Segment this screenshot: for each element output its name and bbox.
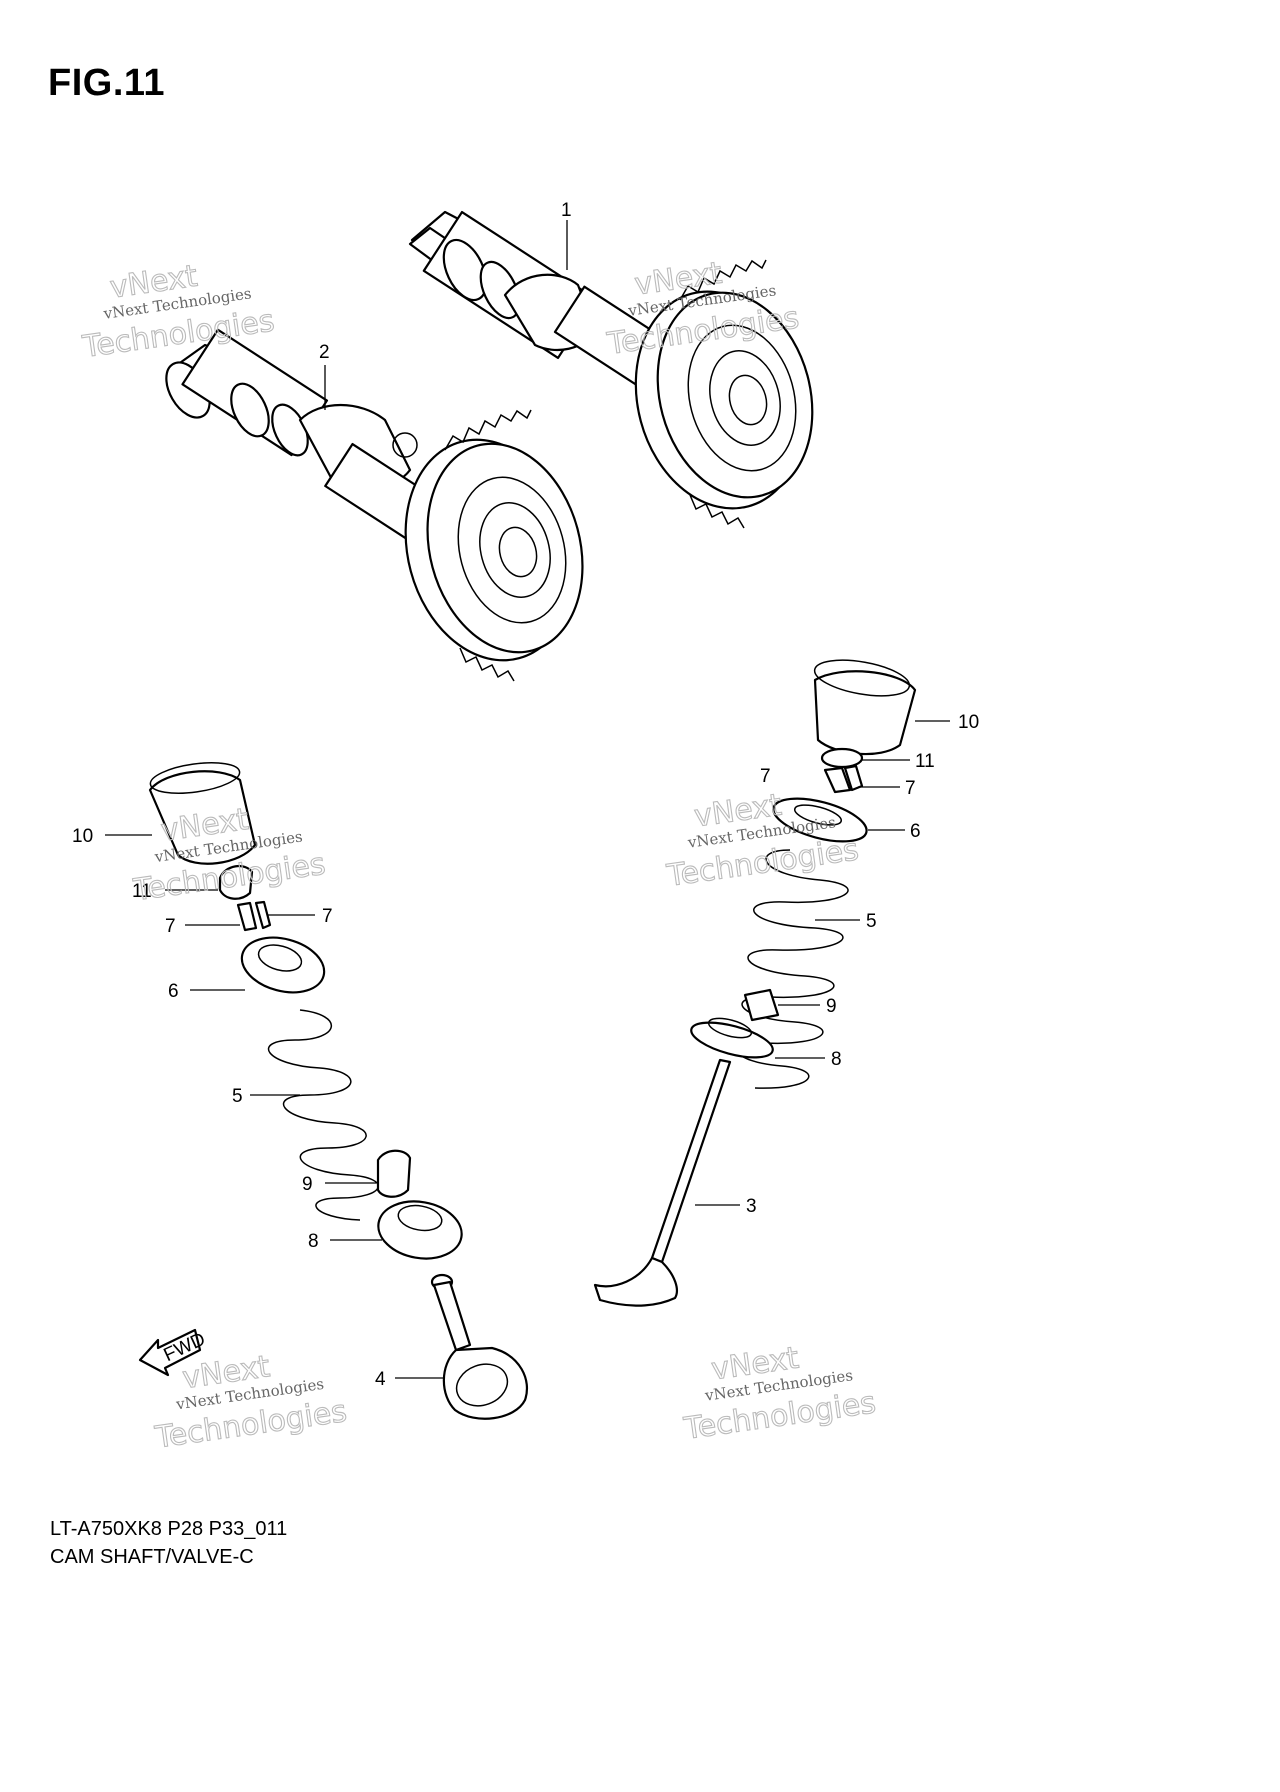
leader-lines (105, 220, 950, 1379)
stem-seal-left[interactable] (376, 1149, 412, 1198)
watermarks: vNext vNext Technologies Technologies vN… (79, 255, 879, 1456)
exhaust-valve[interactable] (593, 1058, 732, 1307)
callout-5-left: 5 (232, 1086, 243, 1107)
camshaft-2[interactable] (157, 328, 604, 682)
figure-caption: CAM SHAFT/VALVE-C (50, 1546, 254, 1568)
callout-6-right: 6 (910, 821, 921, 842)
callout-9-right: 9 (826, 996, 837, 1017)
callout-3: 3 (746, 1196, 757, 1217)
watermark-4: vNext vNext Technologies Technologies (664, 787, 862, 894)
retainer-left[interactable] (236, 929, 331, 1001)
shim-right[interactable] (820, 747, 864, 769)
figure-title: FIG.11 (48, 62, 166, 104)
callout-11-left: 11 (132, 881, 152, 902)
fwd-arrow-icon: FWD (138, 1329, 209, 1377)
retainer-right[interactable] (769, 790, 871, 850)
callout-6-left: 6 (168, 981, 179, 1002)
callout-11-right: 11 (915, 751, 935, 772)
callout-8-right: 8 (831, 1049, 842, 1070)
watermark-3: vNext vNext Technologies Technologies (130, 801, 328, 908)
stem-seal-right[interactable] (743, 988, 780, 1022)
callout-2: 2 (319, 342, 330, 363)
cotter-right[interactable] (823, 764, 864, 794)
callout-9-left: 9 (302, 1174, 313, 1195)
spring-seat-right[interactable] (688, 1015, 776, 1065)
callout-8-left: 8 (308, 1231, 319, 1252)
callout-7-left-a: 7 (165, 916, 176, 937)
tappet-left[interactable] (148, 758, 257, 865)
cotter-left[interactable] (236, 900, 272, 932)
spring-seat-left[interactable] (374, 1195, 466, 1265)
callout-10-right: 10 (958, 712, 979, 733)
camshaft-1[interactable] (408, 210, 834, 529)
spring-left[interactable] (267, 1009, 380, 1221)
shim-left[interactable] (218, 864, 254, 900)
model-code: LT-A750XK8 P28 P33_011 (50, 1518, 288, 1540)
callout-7-right-b: 7 (905, 778, 916, 799)
callout-labels: 1 2 10 11 7 7 6 5 9 8 3 10 11 7 7 6 5 9 … (72, 200, 979, 1390)
callout-7-right-a: 7 (760, 766, 771, 787)
watermark-6: vNext vNext Technologies Technologies (681, 1340, 879, 1447)
tappet-right[interactable] (812, 654, 917, 756)
callout-7-left-b: 7 (322, 906, 333, 927)
callout-4: 4 (375, 1369, 386, 1390)
intake-valve[interactable] (430, 1273, 528, 1420)
callout-10-left: 10 (72, 826, 93, 847)
callout-5-right: 5 (866, 911, 877, 932)
callout-1: 1 (561, 200, 572, 221)
